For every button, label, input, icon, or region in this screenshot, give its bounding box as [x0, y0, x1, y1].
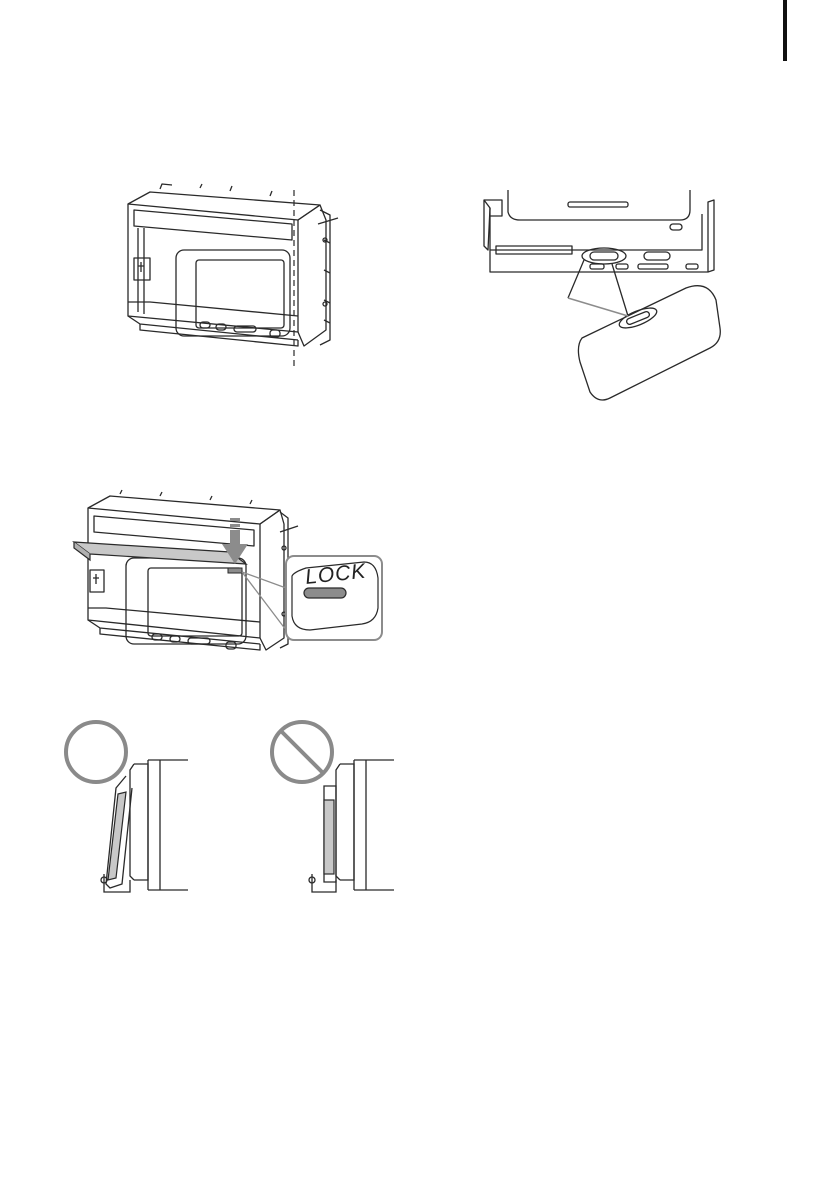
car-stereo-unit-front-icon — [120, 180, 350, 375]
prohibited-icon — [272, 722, 332, 782]
correct-circle-icon — [66, 722, 126, 782]
correct-angle-diagram — [60, 716, 200, 896]
incorrect-angle-diagram — [266, 716, 406, 896]
figure-lock: LOCK — [70, 488, 390, 668]
page-tab-marker — [783, 0, 787, 61]
lock-installation-icon: LOCK — [70, 488, 390, 668]
figure-connector — [480, 186, 730, 411]
figure-incorrect-angle — [266, 716, 406, 896]
figure-correct-angle — [60, 716, 200, 896]
connector-alignment-icon — [480, 186, 730, 411]
figure-unit-front — [120, 180, 350, 375]
